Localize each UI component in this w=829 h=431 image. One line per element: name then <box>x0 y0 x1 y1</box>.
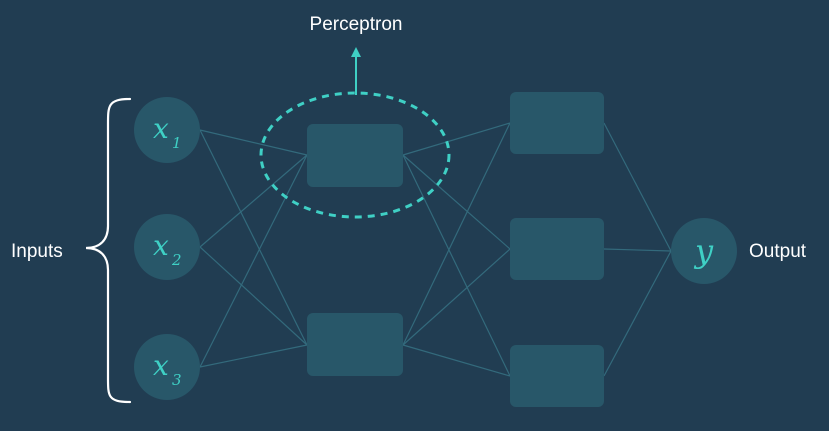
output-node: y <box>671 218 737 284</box>
input-node-1: x 1 <box>134 97 200 163</box>
hidden1-hidden2-edge-1-3 <box>402 154 511 377</box>
hidden1-hidden2-edge-1-1 <box>402 122 511 156</box>
input-node-2: x 2 <box>134 214 200 280</box>
hidden1-hidden2-edge-2-2 <box>402 248 511 346</box>
hidden-node-2-2 <box>510 218 604 280</box>
output-variable: y <box>693 232 714 270</box>
input-hidden1-edge-3-1 <box>199 154 308 368</box>
input-hidden1-edge-1-2 <box>199 129 308 346</box>
input-node-3: x 3 <box>134 334 200 400</box>
input-2-subscript: 2 <box>171 251 182 269</box>
input-3-variable: x <box>153 349 169 382</box>
input-3-subscript: 3 <box>172 371 182 389</box>
connections <box>199 122 672 377</box>
hidden1-hidden2-edge-1-2 <box>402 154 511 250</box>
hidden-node-1-2 <box>307 313 403 376</box>
perceptron-arrow-head-icon <box>351 47 361 57</box>
hidden-node-2-1 <box>510 92 604 154</box>
input-2-variable: x <box>153 229 169 262</box>
input-hidden1-edge-3-2 <box>199 344 308 368</box>
input-hidden1-edge-2-1 <box>199 154 308 248</box>
input-hidden1-edge-1-1 <box>199 129 308 156</box>
hidden1-hidden2-edge-2-3 <box>402 344 511 377</box>
hidden2-output-edge-2-1 <box>603 248 672 252</box>
hidden1-hidden2-edge-2-1 <box>402 122 511 346</box>
perceptron-label: Perceptron <box>310 14 403 35</box>
hidden-node-2-3 <box>510 345 604 407</box>
hidden-node-1-1 <box>307 124 403 187</box>
input-1-variable: x <box>153 112 169 145</box>
inputs-brace-icon <box>85 97 132 404</box>
inputs-label: Inputs <box>11 241 63 262</box>
hidden2-output-edge-3-1 <box>603 250 672 377</box>
hidden2-output-edge-1-1 <box>603 122 672 252</box>
output-label: Output <box>749 241 807 262</box>
input-hidden1-edge-2-2 <box>199 246 308 346</box>
input-1-subscript: 1 <box>172 134 182 152</box>
